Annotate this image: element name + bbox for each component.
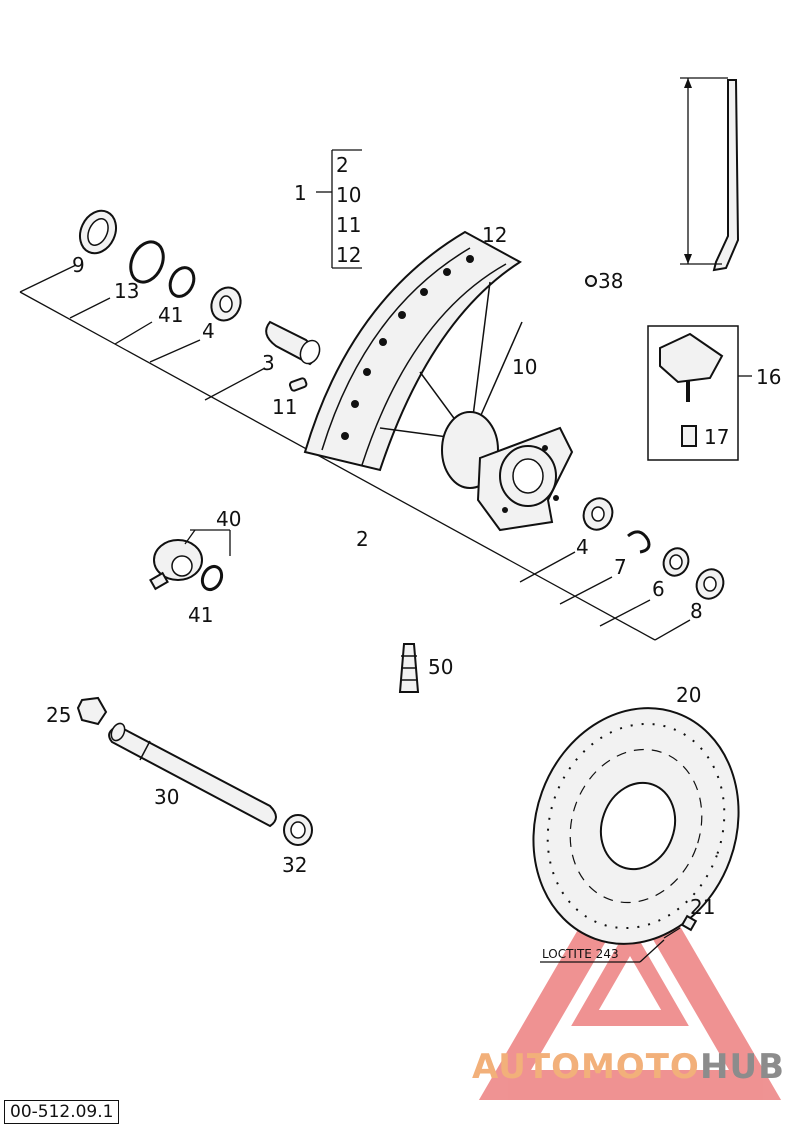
callout-2: 2 bbox=[356, 527, 369, 551]
o-ring-13 bbox=[129, 240, 165, 284]
callout-labels: 1 2 10 11 12 12 38 9 13 41 4 3 10 11 16 … bbox=[46, 153, 781, 961]
callout-bracket-40 bbox=[184, 529, 231, 556]
callout-9: 9 bbox=[72, 253, 85, 277]
wheel-hub-2 bbox=[441, 411, 574, 532]
wheel-rim-12 bbox=[303, 230, 522, 472]
callout-1-sub-11: 11 bbox=[336, 213, 361, 237]
callout-25: 25 bbox=[46, 703, 71, 727]
small-part-38 bbox=[585, 275, 597, 287]
callout-17: 17 bbox=[704, 425, 729, 449]
watermark-text-primary: AUTOMOTO bbox=[472, 1047, 700, 1087]
callout-1: 1 bbox=[294, 181, 307, 205]
callout-38: 38 bbox=[598, 269, 623, 293]
callout-50: 50 bbox=[428, 655, 453, 679]
callout-bracket-1 bbox=[316, 149, 362, 269]
callout-32: 32 bbox=[282, 853, 307, 877]
watermark-text-secondary: HUB bbox=[700, 1047, 785, 1087]
spoke-nipple-11 bbox=[288, 377, 308, 392]
seal-ring-6 bbox=[662, 547, 690, 577]
callout-13: 13 bbox=[114, 279, 139, 303]
callout-6: 6 bbox=[652, 577, 665, 601]
spoke-10-standalone bbox=[680, 77, 740, 272]
callout-10: 10 bbox=[512, 355, 537, 379]
callout-30: 30 bbox=[154, 785, 179, 809]
callout-1-sub-10: 10 bbox=[336, 183, 361, 207]
axle-nut-25 bbox=[76, 696, 108, 726]
seal-ring-9 bbox=[79, 209, 117, 255]
bearing-4-left bbox=[210, 286, 242, 322]
callout-1-sub-2: 2 bbox=[336, 153, 349, 177]
spacer-tube-3 bbox=[265, 320, 321, 366]
callout-12: 12 bbox=[482, 223, 507, 247]
spacer-8 bbox=[695, 568, 725, 600]
callout-40: 40 bbox=[216, 507, 241, 531]
callout-4-bottom: 4 bbox=[576, 535, 589, 559]
callout-20: 20 bbox=[676, 683, 701, 707]
axle-nut-32 bbox=[283, 814, 313, 846]
detail-box-16-17 bbox=[647, 325, 752, 461]
callout-41-top: 41 bbox=[158, 303, 183, 327]
watermark-triangle bbox=[478, 840, 782, 1100]
callout-1-sub-12: 12 bbox=[336, 243, 361, 267]
callout-3: 3 bbox=[262, 351, 275, 375]
bearing-4-right bbox=[582, 497, 614, 531]
callout-8: 8 bbox=[690, 599, 703, 623]
callout-41-bottom: 41 bbox=[188, 603, 213, 627]
tire-valve-50 bbox=[398, 643, 420, 693]
speedometer-drive-40 bbox=[149, 539, 224, 592]
assembly-guide-lines bbox=[19, 264, 691, 641]
circlip-7 bbox=[627, 530, 651, 554]
callout-4-top: 4 bbox=[202, 319, 215, 343]
callout-11: 11 bbox=[272, 395, 297, 419]
document-code: 00-512.09.1 bbox=[4, 1100, 120, 1124]
brake-disc-20 bbox=[532, 707, 740, 945]
callout-16: 16 bbox=[756, 365, 781, 389]
callout-7: 7 bbox=[614, 555, 627, 579]
axle-30 bbox=[108, 722, 277, 828]
loctite-leader bbox=[540, 939, 665, 963]
circlip-41 bbox=[168, 266, 196, 298]
disc-screw-21 bbox=[663, 914, 698, 939]
loctite-note: LOCTITE 243 bbox=[542, 947, 619, 961]
callout-21: 21 bbox=[690, 895, 715, 919]
watermark-logo: AUTOMOTO HUB bbox=[472, 1047, 785, 1087]
